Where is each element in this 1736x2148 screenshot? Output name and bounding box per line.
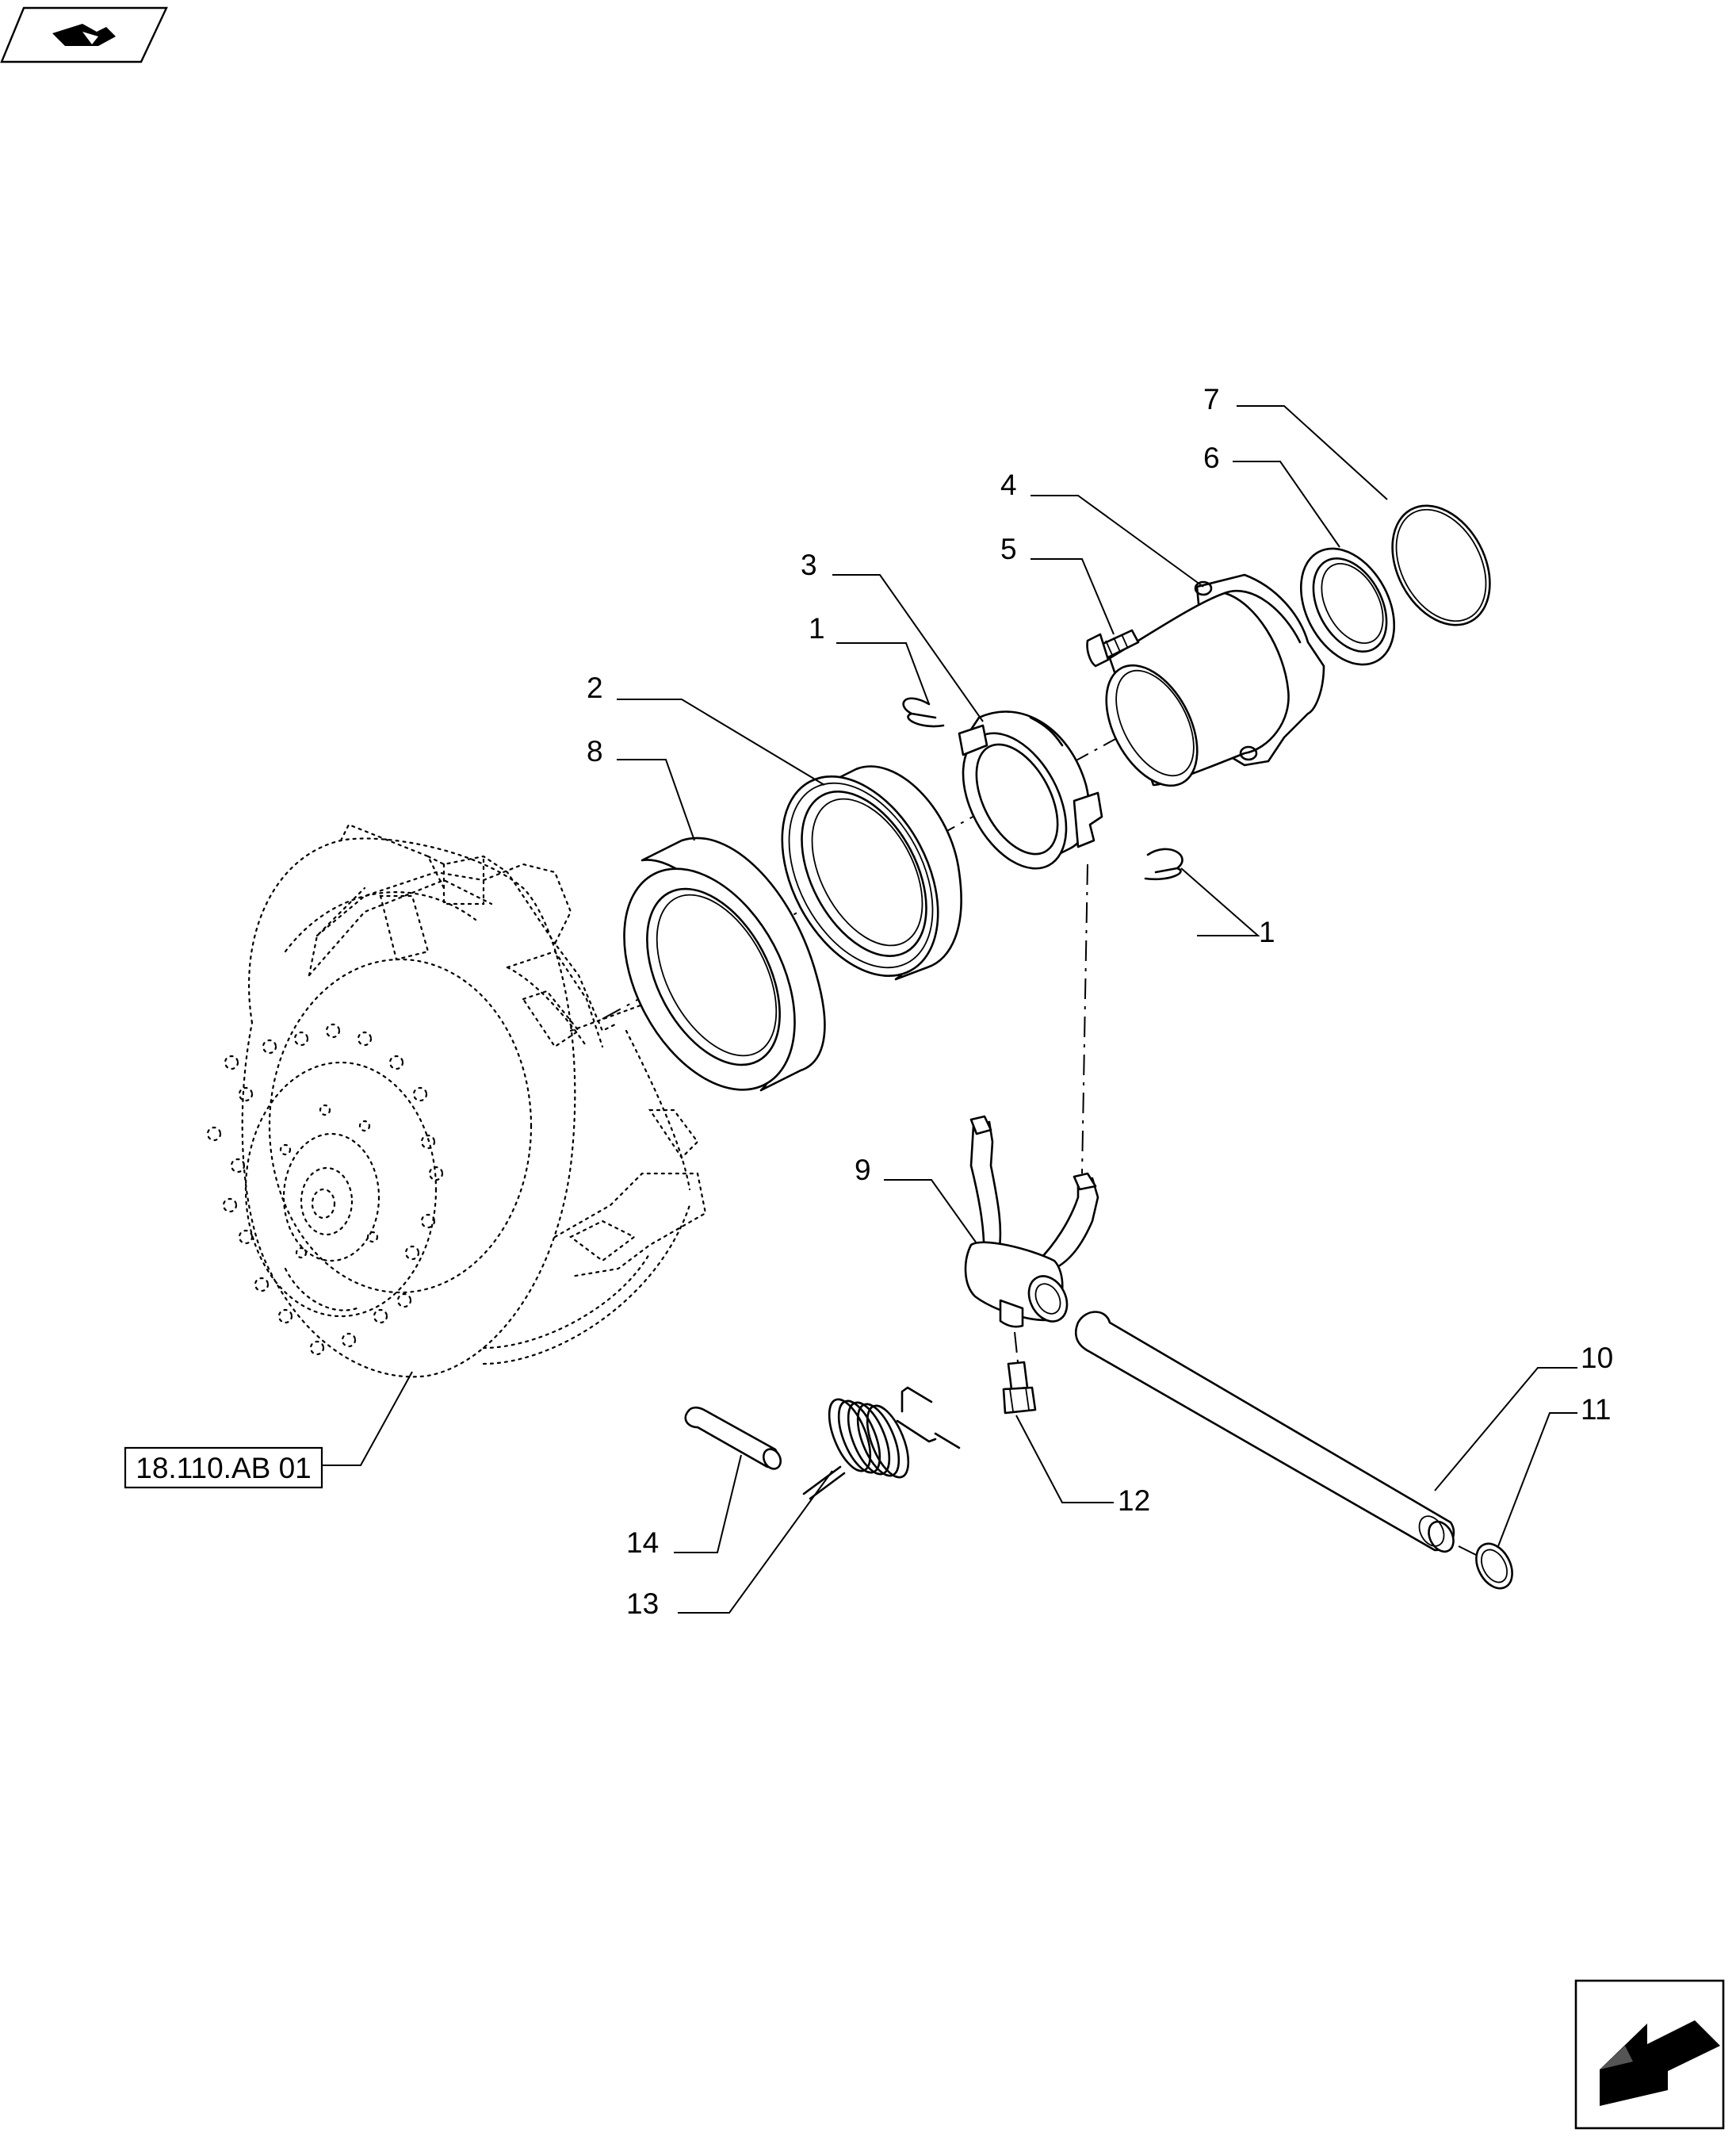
reference-link-18-110-ab-01[interactable]: 18.110.AB 01 <box>124 1446 323 1489</box>
leader-lines <box>322 405 1577 1614</box>
bolt-hole-pattern <box>206 1023 444 1356</box>
previous-arrow-icon[interactable] <box>1574 1979 1725 2130</box>
callout-1-lower: 1 <box>1259 916 1275 948</box>
nipple-centerline <box>1014 1331 1019 1363</box>
part-5-bolt[interactable] <box>1086 629 1140 668</box>
callout-13: 13 <box>626 1587 659 1620</box>
fork-axis-centerline <box>1081 863 1088 1174</box>
callout-10: 10 <box>1581 1342 1613 1374</box>
callout-12: 12 <box>1118 1484 1150 1517</box>
callout-14: 14 <box>626 1526 659 1559</box>
part-13-torsion-spring[interactable] <box>802 1386 961 1500</box>
part-11-circlip[interactable] <box>1469 1537 1519 1595</box>
part-2-release-bearing[interactable] <box>751 750 970 1002</box>
callout-7: 7 <box>1203 383 1220 415</box>
callout-3: 3 <box>801 549 817 581</box>
part-12-grease-nipple[interactable] <box>1002 1361 1037 1415</box>
shaft-end-centerline <box>1458 1545 1483 1559</box>
part-6-seal[interactable] <box>1282 533 1413 681</box>
part-1-retaining-clip-upper[interactable] <box>902 697 945 728</box>
callout-6: 6 <box>1203 442 1220 474</box>
callout-8: 8 <box>587 735 603 768</box>
part-4-guide-sleeve[interactable] <box>1088 573 1325 801</box>
callout-5: 5 <box>1000 533 1017 565</box>
part-14-roll-pin[interactable] <box>684 1406 784 1472</box>
part-3-bearing-carrier[interactable] <box>942 710 1103 886</box>
callout-11: 11 <box>1581 1393 1611 1426</box>
callout-1-upper: 1 <box>809 612 825 645</box>
part-10-fork-shaft[interactable] <box>1074 1311 1459 1556</box>
reference-label: 18.110.AB 01 <box>136 1452 312 1484</box>
callout-2: 2 <box>587 672 603 704</box>
clutch-housing <box>206 823 707 1378</box>
book-arrow-icon[interactable] <box>0 6 168 63</box>
part-9-release-fork[interactable] <box>964 1115 1099 1328</box>
callout-labels: 1 1 2 3 4 5 6 7 8 9 10 11 12 13 14 <box>587 383 1613 1620</box>
part-1-retaining-clip-lower[interactable] <box>1144 848 1183 881</box>
part-8-seal-ring[interactable] <box>589 837 829 1119</box>
callout-9: 9 <box>855 1154 871 1186</box>
callout-4: 4 <box>1000 469 1017 501</box>
part-7-o-ring[interactable] <box>1373 489 1509 642</box>
